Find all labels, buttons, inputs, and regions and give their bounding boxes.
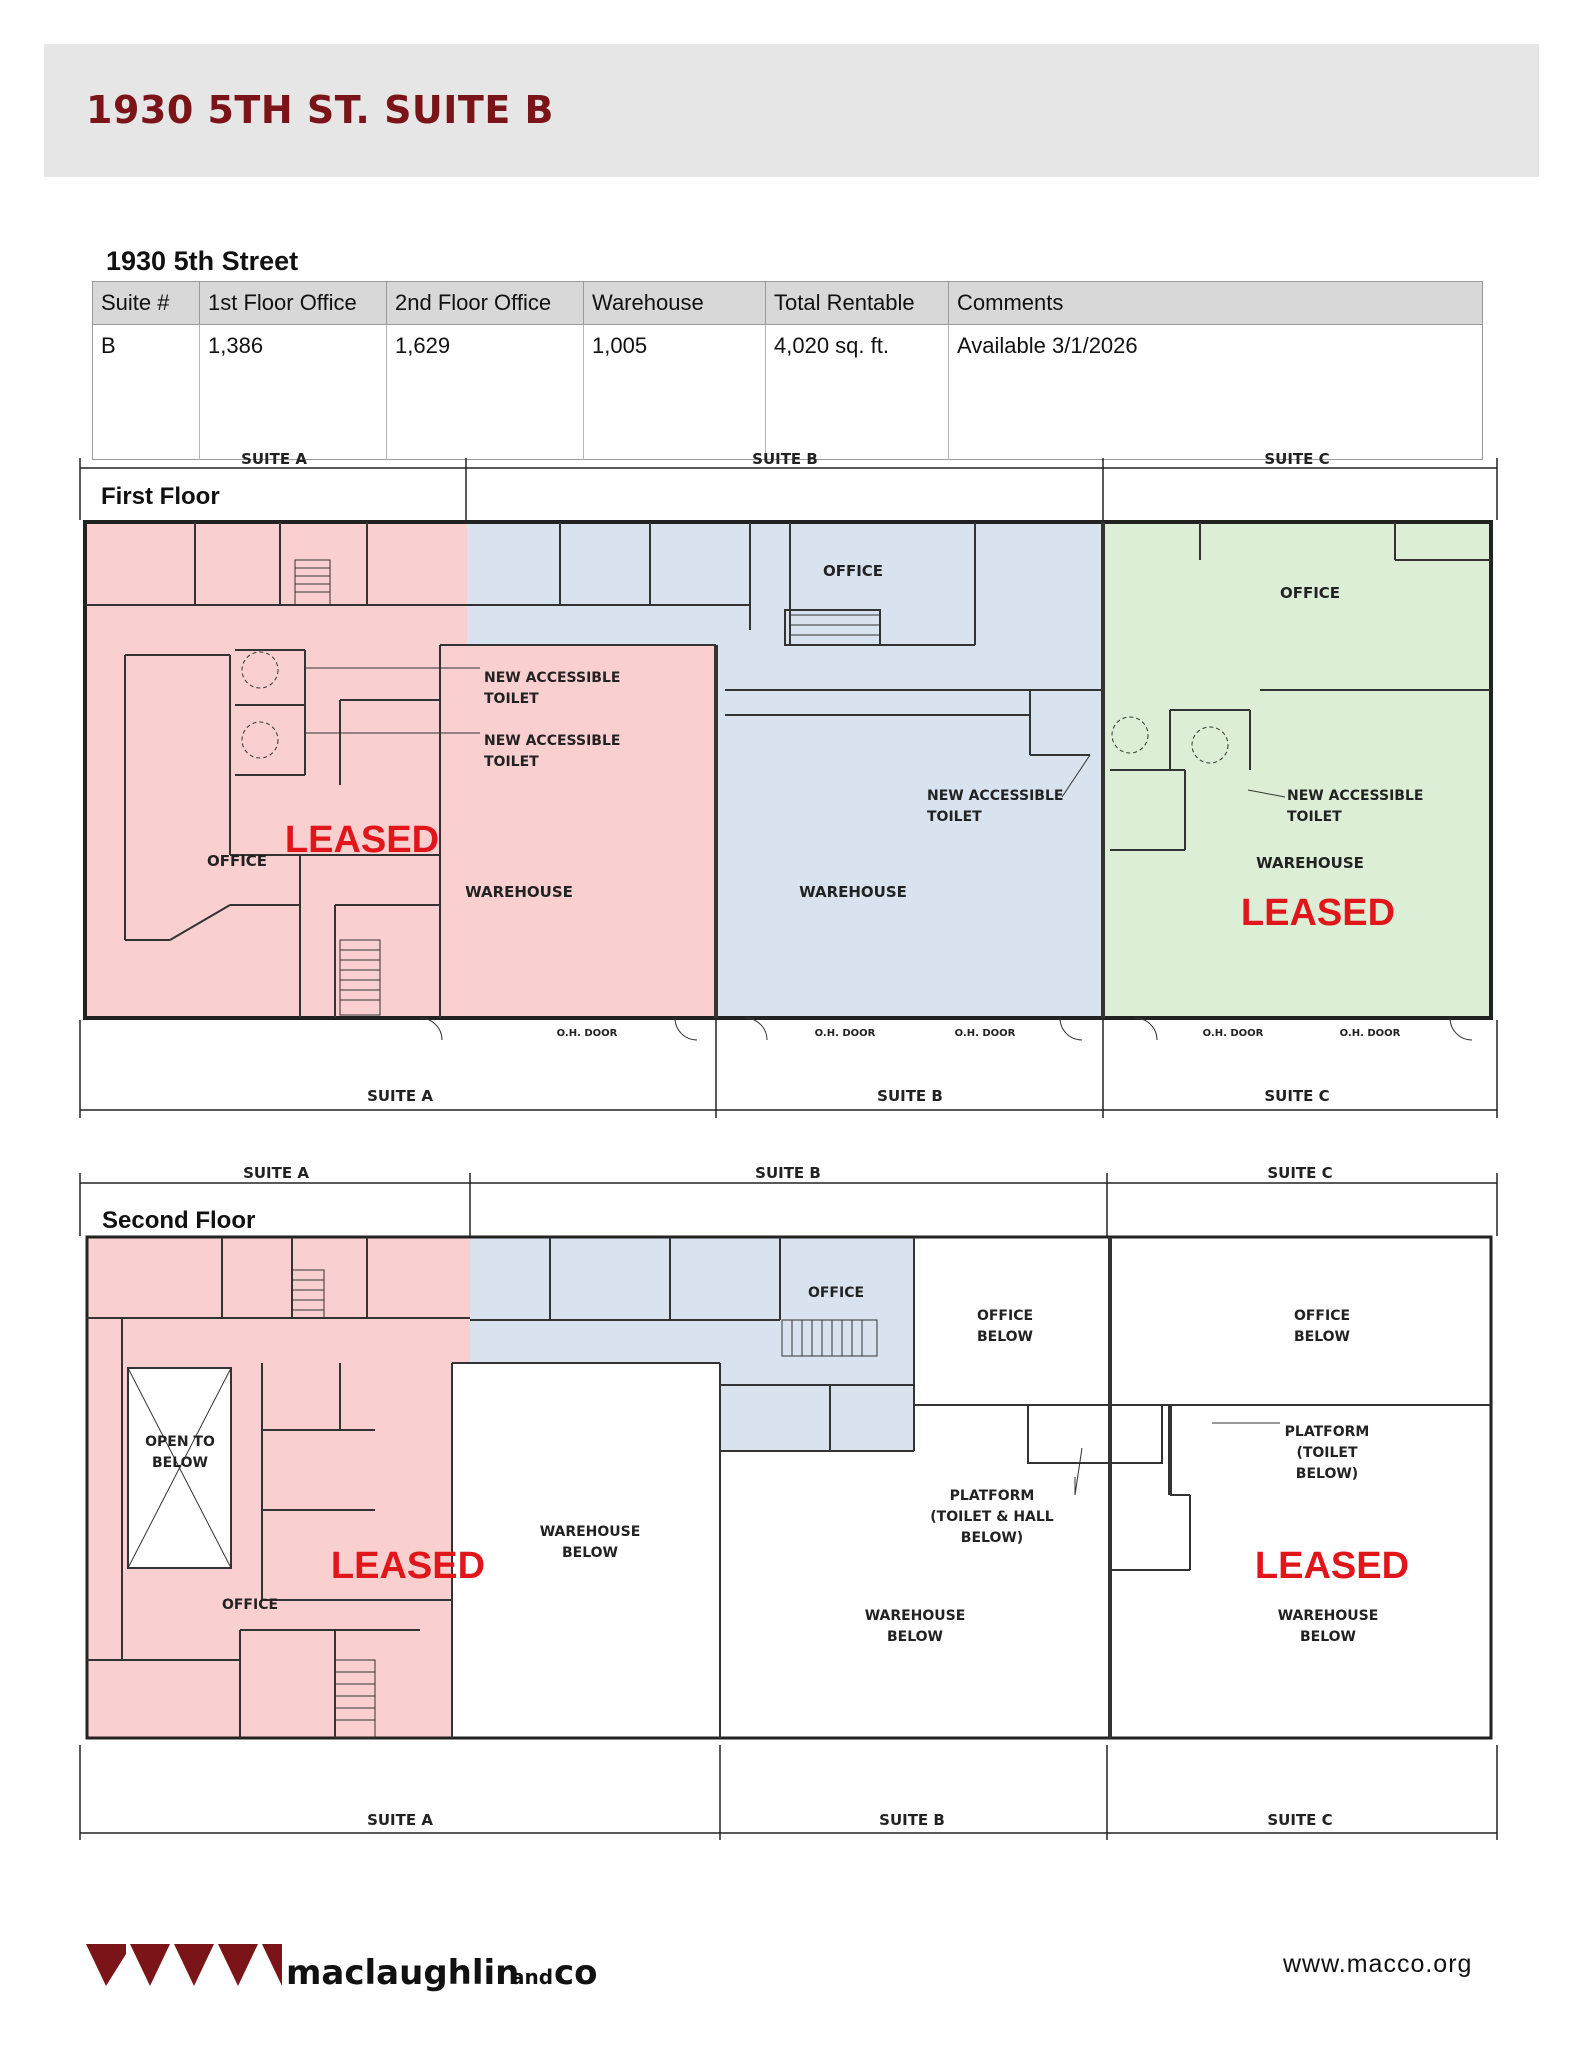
sf-suite-b-top: SUITE B [755, 1164, 821, 1182]
cell-total: 4,020 sq. ft. [765, 324, 949, 460]
ff-toilet-a1-line1: NEW ACCESSIBLE [484, 670, 620, 686]
sf-suite-c-top: SUITE C [1267, 1164, 1332, 1182]
cell-second-floor: 1,629 [386, 324, 584, 460]
cell-comments: Available 3/1/2026 [957, 333, 1138, 358]
ff-toilet-a2-line2: TOILET [484, 754, 539, 770]
footer-url[interactable]: www.macco.org [1283, 1950, 1473, 1978]
second-floor-plan: SUITE A SUITE B SUITE C SUITE A SUITE B … [79, 1164, 1498, 1840]
logo-text-main: maclaughlin [286, 1953, 519, 1993]
ff-oh-door-2: O.H. DOOR [815, 1028, 876, 1039]
sf-platform-b-line1: PLATFORM [950, 1488, 1035, 1504]
ff-suite-a-top: SUITE A [241, 450, 307, 468]
ff-toilet-a1-line2: TOILET [484, 691, 539, 707]
header-banner: 1930 5TH ST. SUITE B [44, 44, 1539, 177]
ff-oh-door-3: O.H. DOOR [955, 1028, 1016, 1039]
sf-warehouse-below-a-line2: BELOW [562, 1545, 618, 1561]
header-suite: Suite # [92, 281, 200, 325]
ff-suite-a-bottom: SUITE A [367, 1087, 433, 1105]
header-warehouse: Warehouse [583, 281, 766, 325]
company-logo: maclaughlin and co [86, 1944, 598, 1993]
sf-leased-a: LEASED [331, 1545, 485, 1587]
header-comments: Comments [948, 281, 1483, 325]
page-title: 1930 5TH ST. SUITE B [86, 88, 555, 132]
ff-oh-door-4: O.H. DOOR [1203, 1028, 1264, 1039]
ff-office-c: OFFICE [1280, 584, 1340, 602]
cell-warehouse: 1,005 [583, 324, 766, 460]
ff-warehouse-a: WAREHOUSE [465, 883, 573, 901]
ff-leased-c: LEASED [1241, 892, 1395, 934]
cell-suite: B [92, 324, 200, 460]
sf-office-below-c-line1: OFFICE [1294, 1308, 1350, 1324]
sf-suite-a-top: SUITE A [243, 1164, 309, 1182]
suite-table: Suite # 1st Floor Office 2nd Floor Offic… [92, 281, 1483, 460]
header-total: Total Rentable [765, 281, 949, 325]
sf-platform-b-line2: (TOILET & HALL [930, 1509, 1054, 1525]
ff-suite-c-top: SUITE C [1264, 450, 1329, 468]
header-first-floor: 1st Floor Office [199, 281, 387, 325]
sf-platform-c-line2: (TOILET [1296, 1445, 1358, 1461]
sf-warehouse-below-c-line1: WAREHOUSE [1278, 1608, 1379, 1624]
ff-office-b: OFFICE [823, 562, 883, 580]
table-title: 1930 5th Street [106, 246, 299, 276]
sf-office-below-b-line1: OFFICE [977, 1308, 1033, 1324]
ff-suite-c-bottom: SUITE C [1264, 1087, 1329, 1105]
second-floor-label: Second Floor [102, 1207, 256, 1234]
header-second-floor: 2nd Floor Office [386, 281, 584, 325]
table-row: B 1,386 1,629 1,005 4,020 sq. ft. Availa… [92, 324, 1483, 460]
ff-toilet-a2-line1: NEW ACCESSIBLE [484, 733, 620, 749]
ff-warehouse-b: WAREHOUSE [799, 883, 907, 901]
ff-toilet-b-line1: NEW ACCESSIBLE [927, 788, 1063, 804]
first-floor-plan: SUITE A SUITE B SUITE C SUITE A SUITE B … [79, 450, 1498, 1118]
ff-toilet-c-line1: NEW ACCESSIBLE [1287, 788, 1423, 804]
cell-first-floor: 1,386 [199, 324, 387, 460]
sf-office-a: OFFICE [222, 1597, 278, 1613]
sf-open-below-line2: BELOW [152, 1455, 208, 1471]
logo-text-co: co [554, 1953, 598, 1993]
sf-office-b: OFFICE [808, 1285, 864, 1301]
sf-platform-c-line1: PLATFORM [1285, 1424, 1370, 1440]
sf-warehouse-below-c-line2: BELOW [1300, 1629, 1356, 1645]
sf-office-below-c-line2: BELOW [1294, 1329, 1350, 1345]
first-floor-label: First Floor [101, 483, 220, 510]
sf-suite-b-bottom: SUITE B [879, 1811, 945, 1829]
sf-open-below-line1: OPEN TO [145, 1434, 215, 1450]
sf-warehouse-below-b-line1: WAREHOUSE [865, 1608, 966, 1624]
sf-suite-c-bottom: SUITE C [1267, 1811, 1332, 1829]
sf-suite-a-bottom: SUITE A [367, 1811, 433, 1829]
ff-oh-door-1: O.H. DOOR [557, 1028, 618, 1039]
ff-toilet-c-line2: TOILET [1287, 809, 1342, 825]
sf-platform-b-line3: BELOW) [961, 1530, 1023, 1546]
ff-oh-door-5: O.H. DOOR [1340, 1028, 1401, 1039]
ff-toilet-b-line2: TOILET [927, 809, 982, 825]
sf-platform-c-line3: BELOW) [1296, 1466, 1358, 1482]
sf-warehouse-below-a-line1: WAREHOUSE [540, 1524, 641, 1540]
ff-suite-b-bottom: SUITE B [877, 1087, 943, 1105]
ff-suite-b-top: SUITE B [752, 450, 818, 468]
ff-office-a: OFFICE [207, 852, 267, 870]
table-header-row: Suite # 1st Floor Office 2nd Floor Offic… [92, 281, 1483, 325]
ff-leased-a: LEASED [285, 819, 439, 861]
logo-text-and: and [511, 1965, 553, 1989]
sf-leased-c: LEASED [1255, 1545, 1409, 1587]
sf-office-below-b-line2: BELOW [977, 1329, 1033, 1345]
ff-warehouse-c: WAREHOUSE [1256, 854, 1364, 872]
sf-warehouse-below-b-line2: BELOW [887, 1629, 943, 1645]
